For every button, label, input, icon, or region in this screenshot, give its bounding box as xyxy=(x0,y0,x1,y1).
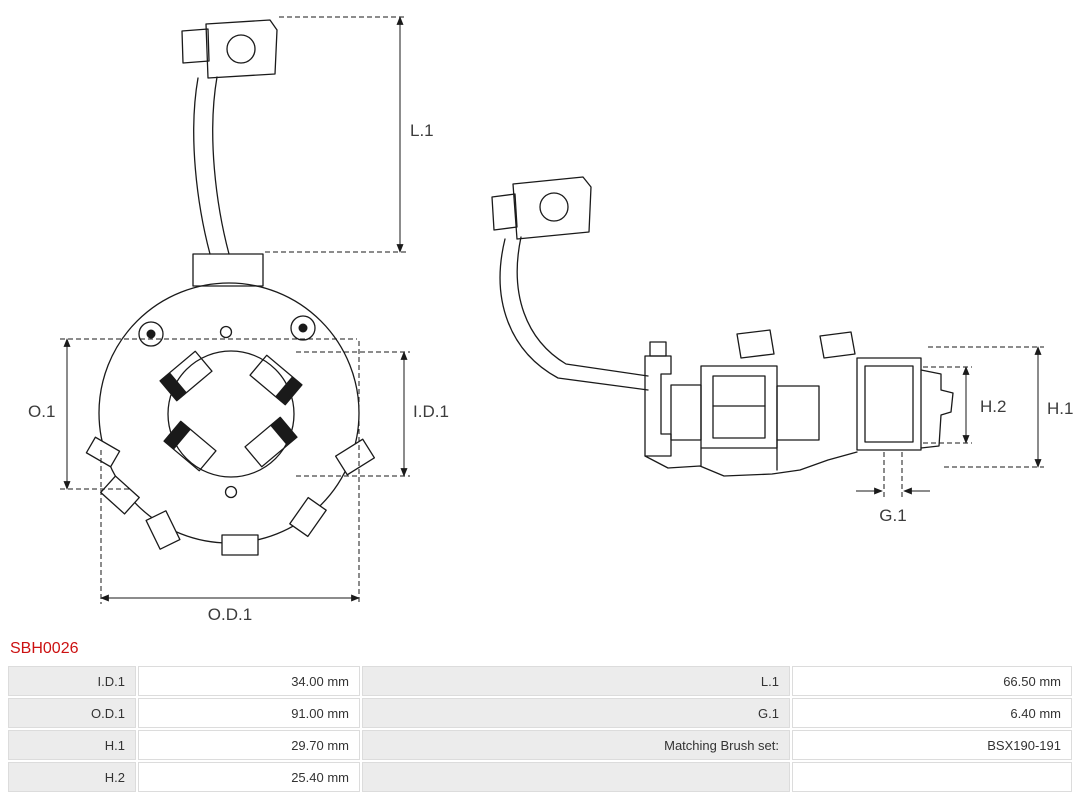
table-cell-label xyxy=(362,762,790,792)
part-number-title: SBH0026 xyxy=(10,640,79,657)
dimension-label-g1: G.1 xyxy=(879,506,906,525)
table-cell-value: 91.00 mm xyxy=(138,698,360,728)
side-view-figure: H.2 H.1 G.1 xyxy=(491,176,1073,525)
brush-box-lower-right xyxy=(244,416,298,468)
table-cell-label: G.1 xyxy=(362,698,790,728)
dimensions-table: I.D.1 34.00 mm L.1 66.50 mm O.D.1 91.00 … xyxy=(8,666,1072,792)
terminal-connector-side xyxy=(491,176,592,240)
dimension-label-od1: O.D.1 xyxy=(208,605,252,624)
dimension-id1: I.D.1 xyxy=(296,351,449,477)
table-cell-value: 25.40 mm xyxy=(138,762,360,792)
holder-body-side xyxy=(644,329,954,477)
dimension-label-l1: L.1 xyxy=(410,121,434,140)
holder-plate xyxy=(85,282,376,556)
table-cell-value xyxy=(792,762,1072,792)
pin-hole-top xyxy=(219,325,233,339)
mounting-block xyxy=(192,253,264,287)
technical-drawing: L.1 O.1 I.D.1 O.D.1 xyxy=(28,16,1073,624)
connector-hole-side xyxy=(539,192,569,222)
dimension-label-h2: H.2 xyxy=(980,397,1006,416)
front-view-figure: L.1 O.1 I.D.1 O.D.1 xyxy=(28,16,449,624)
brush-box-side xyxy=(856,357,922,451)
dimension-label-id1: I.D.1 xyxy=(413,402,449,421)
dimension-od1: O.D.1 xyxy=(100,341,360,624)
dimension-label-h1: H.1 xyxy=(1047,399,1073,418)
table-cell-value: 66.50 mm xyxy=(792,666,1072,696)
inner-bore xyxy=(167,350,295,478)
lead-wire xyxy=(193,76,230,255)
table-cell-value: 6.40 mm xyxy=(792,698,1072,728)
lead-wire-side xyxy=(499,236,649,391)
dimension-h1: H.1 xyxy=(928,346,1073,468)
table-cell-label: L.1 xyxy=(362,666,790,696)
table-cell-label: H.1 xyxy=(8,730,136,760)
connector-hole xyxy=(226,34,256,64)
table-cell-value: BSX190-191 xyxy=(792,730,1072,760)
dimension-label-o1: O.1 xyxy=(28,402,55,421)
terminal-connector xyxy=(181,19,278,79)
table-cell-label: I.D.1 xyxy=(8,666,136,696)
screw-hole-right xyxy=(290,315,316,341)
screw-hole-left xyxy=(138,321,164,347)
pin-hole-bottom xyxy=(224,485,238,499)
table-cell-label: O.D.1 xyxy=(8,698,136,728)
table-cell-value: 29.70 mm xyxy=(138,730,360,760)
brush-box-upper-left xyxy=(159,350,213,402)
table-cell-label: Matching Brush set: xyxy=(362,730,790,760)
dimension-h2: H.2 xyxy=(923,366,1006,444)
brush-box-lower-left xyxy=(163,420,217,472)
dimension-o1: O.1 xyxy=(28,338,357,490)
dimension-l1: L.1 xyxy=(265,16,434,253)
brush-box-upper-right xyxy=(249,354,303,406)
table-cell-value: 34.00 mm xyxy=(138,666,360,696)
table-cell-label: H.2 xyxy=(8,762,136,792)
dimension-g1: G.1 xyxy=(856,452,930,525)
